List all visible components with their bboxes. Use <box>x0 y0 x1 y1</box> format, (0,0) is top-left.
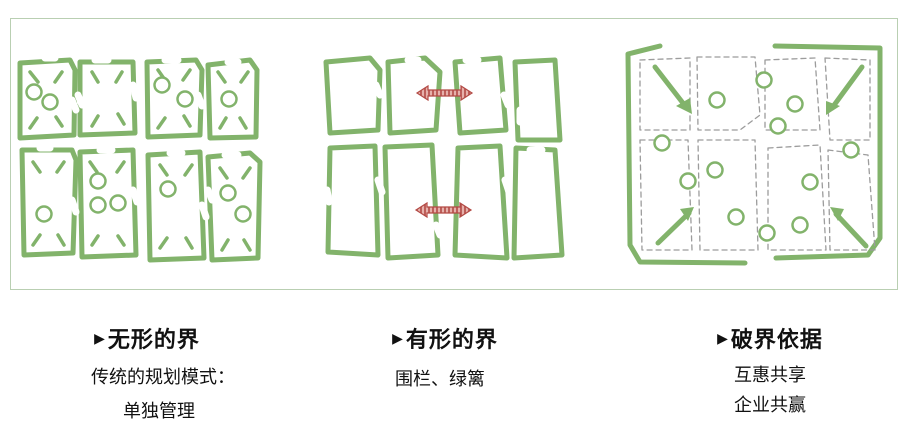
play-marker-icon: ▶ <box>717 331 729 347</box>
converging-arrows <box>652 64 869 249</box>
barrier-arrow-bottom <box>414 201 473 219</box>
plot-2-3 <box>452 55 509 136</box>
caption-line: 围栏、绿篱 <box>395 369 485 390</box>
caption-title-2: ▶有形的界 <box>370 322 520 354</box>
panel-2-diagram <box>323 55 565 261</box>
caption-line: 传统的规划模式： <box>91 367 235 388</box>
caption-panel-2: ▶有形的界 围栏、绿篱 <box>370 322 520 392</box>
panel-3-diagram <box>625 43 883 266</box>
panel-1-diagram <box>17 54 263 263</box>
plot-2-8 <box>511 145 565 261</box>
caption-title-text: 无形的界 <box>107 328 200 353</box>
plot-1-4 <box>205 57 260 141</box>
caption-title-text: 破界依据 <box>730 328 823 353</box>
plot-2-4 <box>512 57 563 143</box>
plot-2-7 <box>452 143 510 261</box>
plot-1-7 <box>145 149 207 263</box>
caption-title-1: ▶无形的界 <box>26 322 268 354</box>
plot-2-1 <box>323 55 383 136</box>
caption-line: 互惠共享 <box>734 365 806 386</box>
outer-boundary <box>625 43 883 266</box>
plot-1-5 <box>19 147 79 258</box>
plot-1-3 <box>144 57 205 140</box>
plot-1-8 <box>205 150 263 263</box>
caption-line: 单独管理 <box>123 401 195 422</box>
shared-circles <box>653 71 860 242</box>
play-marker-icon: ▶ <box>392 331 404 347</box>
plot-1-2 <box>77 59 138 138</box>
caption-line: 企业共赢 <box>734 395 806 416</box>
caption-panel-3: ▶破界依据 互惠共享 企业共赢 <box>695 322 845 418</box>
plot-2-6 <box>382 142 441 261</box>
barrier-arrow-top <box>415 84 474 102</box>
barrier-arrows <box>414 84 474 219</box>
caption-title-text: 有形的界 <box>405 328 498 353</box>
caption-panel-1: ▶无形的界 传统的规划模式： 单独管理 <box>58 322 268 424</box>
plot-2-5 <box>325 143 381 258</box>
plot-1-6 <box>77 147 139 260</box>
play-marker-icon: ▶ <box>94 331 106 347</box>
caption-title-3: ▶破界依据 <box>695 322 845 354</box>
